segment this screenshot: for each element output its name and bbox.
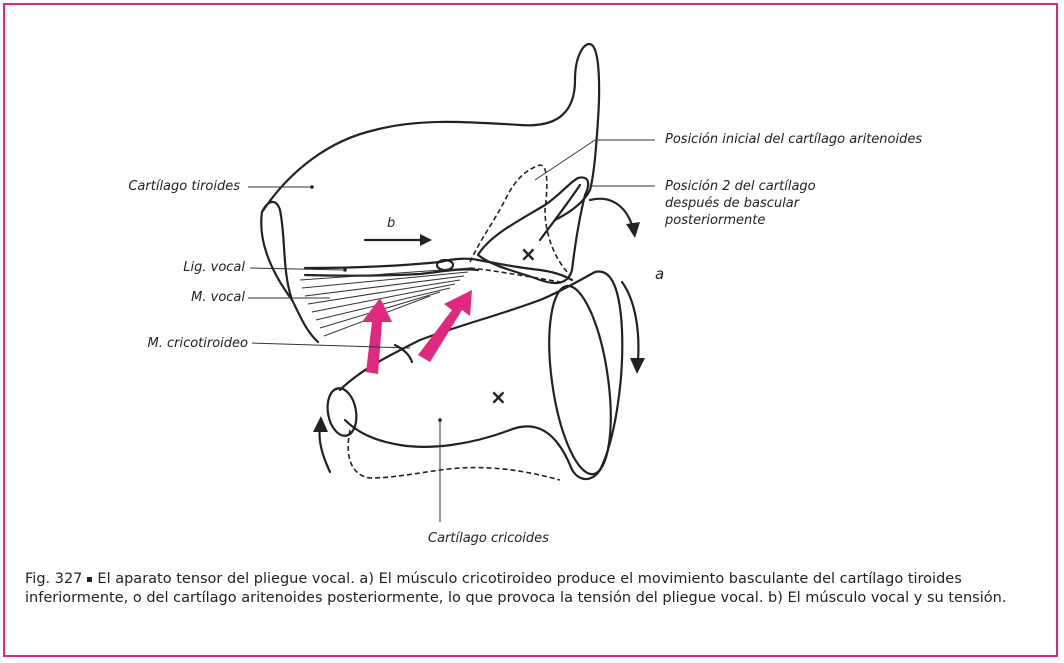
pink-arrows [362, 290, 472, 374]
svg-text:×: × [490, 385, 507, 409]
caption-bullet [87, 577, 92, 582]
caption-fig-number: Fig. 327 [25, 571, 82, 587]
cricoid-cartilage [340, 272, 622, 480]
label-lig-vocal: Lig. vocal [130, 259, 245, 276]
arrow-rotate-a [622, 282, 645, 374]
arrow-rotate-left [313, 416, 330, 472]
label-b: b [387, 215, 395, 232]
label-m-cricotiroideo: M. cricotiroideo [100, 335, 248, 352]
arytenoid-position-2 [478, 177, 588, 283]
label-posicion-2-line2: después de bascular [665, 195, 799, 212]
label-m-vocal: M. vocal [130, 289, 245, 306]
label-a: a [655, 266, 664, 283]
label-posicion-2-line3: posteriormente [665, 212, 765, 229]
arrow-rotate-top [590, 199, 640, 238]
label-posicion-2-line1: Posición 2 del cartílago [665, 178, 816, 195]
caption-text: El aparato tensor del pliegue vocal. a) … [25, 571, 1006, 606]
label-cartilago-tiroides: Cartílago tiroides [110, 178, 240, 195]
svg-text:×: × [520, 242, 537, 266]
label-posicion-inicial: Posición inicial del cartílago aritenoid… [665, 131, 922, 148]
arrow-b [365, 234, 432, 246]
label-cartilago-cricoides: Cartílago cricoides [428, 530, 549, 547]
